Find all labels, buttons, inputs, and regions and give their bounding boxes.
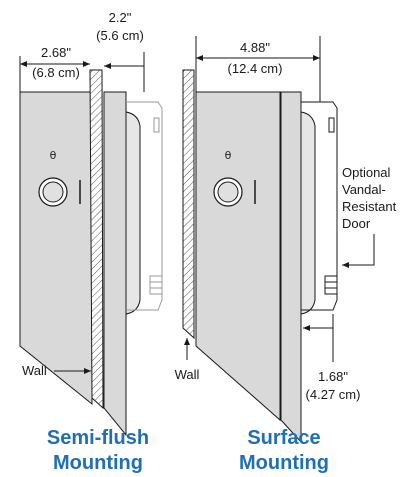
surface-door-depth-metric-label: (4.27 cm)	[306, 387, 361, 402]
surface-door-label-line3: Resistant	[342, 199, 397, 214]
semi-flush-push-button-inner	[42, 181, 64, 203]
surface-depth-metric-label: (12.4 cm)	[228, 61, 283, 76]
surface-door-label-line1: Optional	[342, 165, 391, 180]
surface-door-leader	[342, 234, 375, 268]
surface-wall-label: Wall	[175, 367, 200, 382]
surface-door-label-line2: Vandal-	[342, 182, 386, 197]
semi-flush-offset-metric-label: (5.6 cm)	[96, 28, 144, 43]
semi-flush-wall	[89, 69, 104, 410]
semi-flush-unit-side	[103, 91, 127, 437]
semi-flush-depth-label: 2.68"	[41, 45, 71, 60]
semi-flush-title-line2: Mounting	[53, 452, 143, 474]
surface-title-line1: Surface	[247, 427, 320, 449]
surface-depth-label: 4.88"	[240, 40, 270, 55]
semi-flush-door-hinge	[153, 117, 160, 133]
surface-dispenser-body	[300, 111, 316, 315]
surface-diagram: θ 4.88" (12.4 cm) Optional Vandal- Resis…	[175, 36, 397, 474]
semi-flush-wall-label: Wall	[22, 363, 47, 378]
semi-flush-diagram: θ 2.68" (6.8 cm) 2.2" (5.6 cm) Wall Semi…	[19, 10, 163, 474]
surface-indicator-icon: θ	[225, 149, 232, 162]
semi-flush-indicator-icon: θ	[50, 149, 57, 162]
surface-door-latch	[324, 275, 338, 295]
semi-flush-dispenser-body	[125, 111, 141, 315]
surface-push-button-inner	[217, 181, 239, 203]
surface-wall	[182, 69, 195, 340]
surface-door-hinge	[328, 117, 335, 133]
semi-flush-offset-label: 2.2"	[109, 10, 132, 25]
semi-flush-unit-front	[19, 91, 93, 406]
surface-door-depth-label: 1.68"	[318, 369, 348, 384]
surface-unit-side	[280, 91, 302, 444]
semi-flush-door-latch	[149, 275, 163, 295]
surface-title-line2: Mounting	[239, 452, 329, 474]
semi-flush-door-outline	[126, 101, 163, 311]
semi-flush-title-line1: Semi-flush	[47, 427, 149, 449]
semi-flush-depth-metric-label: (6.8 cm)	[32, 65, 80, 80]
surface-unit-front	[195, 91, 281, 422]
surface-door-label-line4: Door	[342, 216, 371, 231]
surface-door	[301, 101, 338, 311]
